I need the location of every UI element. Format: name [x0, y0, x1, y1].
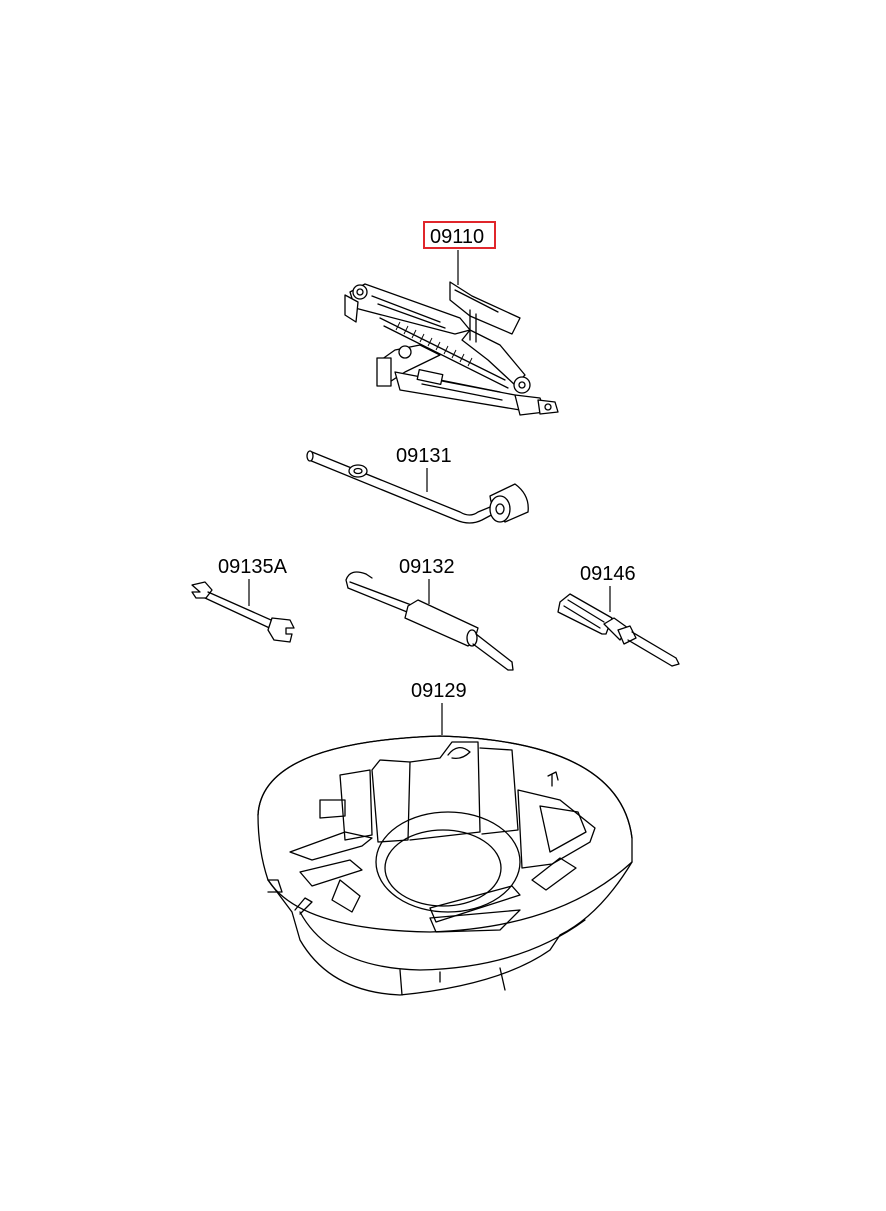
wrench-icon: [191, 581, 295, 643]
part-label-tool-tray: 09129: [411, 680, 467, 702]
part-jack-handle[interactable]: 09131: [306, 445, 529, 524]
part-label-screwdriver: 09146: [580, 563, 636, 585]
tool-tray-icon: [257, 735, 633, 996]
part-wrench[interactable]: 09135A: [191, 556, 295, 643]
part-jack[interactable]: 09110: [344, 221, 559, 416]
part-label-jack-handle: 09131: [396, 445, 452, 467]
scissor-jack-icon: [344, 281, 559, 416]
screwdriver-icon: [557, 593, 680, 667]
part-screwdriver[interactable]: 09146: [557, 563, 680, 667]
part-hook-tool[interactable]: 09132: [345, 556, 514, 671]
part-label-wrench: 09135A: [218, 556, 288, 578]
part-label-hook-tool: 09132: [399, 556, 455, 578]
jack-handle-icon: [306, 450, 529, 524]
highlight-box: [423, 221, 496, 249]
hook-rod-icon: [345, 571, 514, 671]
part-label-jack: 09110: [430, 226, 484, 248]
part-tool-tray[interactable]: 09129: [257, 680, 633, 996]
